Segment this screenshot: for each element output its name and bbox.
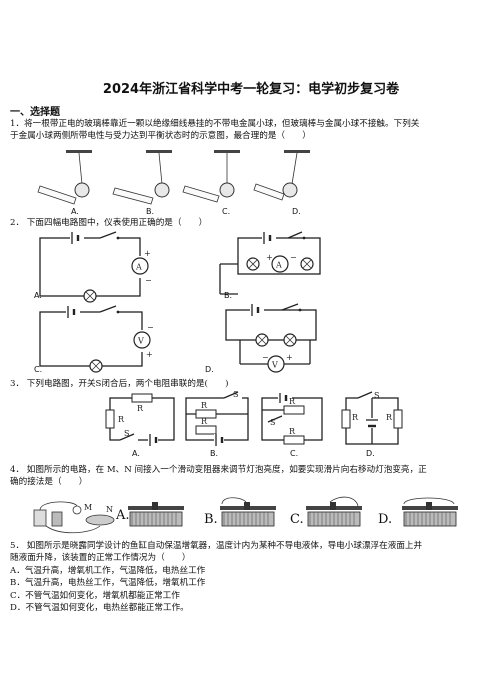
rheostat-c bbox=[306, 496, 362, 527]
q2-option-a[interactable]: A. bbox=[34, 291, 42, 300]
ammeter-icon: A bbox=[275, 261, 282, 270]
page-title: 2024年浙江省科学中考一轮复习：电学初步复习卷 bbox=[102, 82, 400, 97]
resistor-label: R bbox=[386, 413, 393, 422]
q3-option-a[interactable]: A. bbox=[132, 449, 140, 458]
plus-sign: + bbox=[266, 253, 273, 262]
question-3-text: 3． 下列电路图，开关S闭合后，两个电阻串联的是( ) bbox=[10, 379, 229, 389]
q5-choice-a[interactable]: A．气温升高，增氧机工作，气温降低，电热丝工作 bbox=[10, 565, 206, 576]
figure-3a: R R S bbox=[105, 393, 175, 446]
minus-sign: − bbox=[262, 353, 269, 362]
question-4-figures: M N bbox=[33, 496, 458, 534]
terminal-n-label: N bbox=[106, 505, 113, 514]
rheostat-d bbox=[402, 497, 458, 527]
resistor-label: R bbox=[289, 397, 296, 406]
q3-option-c[interactable]: C. bbox=[290, 449, 299, 458]
switch-label: S bbox=[270, 418, 275, 427]
question-3-figures: R R S S R R bbox=[105, 390, 403, 446]
figure-2d: V − + bbox=[225, 303, 317, 373]
figure-1d bbox=[253, 150, 310, 201]
q5-choice-c[interactable]: C．不管气温如何变化，增氧机都能正常工作 bbox=[10, 590, 180, 601]
resistor-label: R bbox=[137, 404, 144, 413]
switch-label: S bbox=[233, 390, 238, 399]
resistor-label: R bbox=[201, 417, 208, 426]
figure-3d: S R R bbox=[341, 391, 403, 445]
resistor-label: R bbox=[289, 427, 296, 436]
q1-option-b[interactable]: B. bbox=[146, 207, 155, 216]
plus-sign: + bbox=[286, 353, 293, 362]
voltmeter-icon: V bbox=[271, 361, 278, 370]
voltmeter-icon: V bbox=[137, 337, 144, 346]
switch-label: S bbox=[374, 391, 379, 400]
q1-option-d[interactable]: D. bbox=[292, 207, 301, 216]
plus-sign: + bbox=[146, 350, 153, 359]
resistor-label: R bbox=[118, 415, 125, 424]
figure-1b bbox=[112, 150, 172, 205]
q4-option-a[interactable]: A. bbox=[116, 508, 130, 523]
minus-sign: − bbox=[145, 276, 152, 285]
q4-option-d[interactable]: D. bbox=[378, 512, 393, 527]
terminal-m-label: M bbox=[84, 503, 92, 512]
figure-3b: S R R bbox=[185, 390, 249, 446]
question-2-figures: A + − A + − bbox=[39, 231, 321, 373]
ammeter-icon: A bbox=[135, 263, 142, 272]
question-4-text: 4． 如图所示的电路，在 M、N 间接入一个滑动变阻器来调节灯泡亮度，如要实现滑… bbox=[10, 465, 427, 488]
question-1-text: 1．将一根带正电的玻璃棒靠近一颗以绝缘细线悬挂的不带电金属小球，但玻璃棒与金属小… bbox=[10, 119, 420, 142]
figure-4-circuit: M N bbox=[33, 501, 115, 534]
q1-option-a[interactable]: A. bbox=[71, 207, 79, 216]
figure-2c: V − + bbox=[39, 305, 154, 373]
figure-1c bbox=[182, 150, 240, 203]
q3-option-b[interactable]: B. bbox=[210, 449, 219, 458]
figure-2a: A + − bbox=[39, 231, 152, 303]
section-heading: 一、选择题 bbox=[10, 107, 60, 118]
q5-choice-d[interactable]: D．不管气温如何变化，电热丝都能正常工作。 bbox=[10, 603, 189, 614]
minus-sign: − bbox=[147, 323, 154, 332]
question-5-text: 5． 如图所示是晓露同学设计的鱼缸自动保温增氧器，温度计内为某种不导电液体，导电… bbox=[10, 540, 490, 614]
figure-3c: R R S bbox=[261, 393, 323, 445]
q1-option-c[interactable]: C. bbox=[222, 207, 231, 216]
resistor-label: R bbox=[352, 413, 359, 422]
resistor-label: R bbox=[201, 401, 208, 410]
figure-2b: A + − bbox=[219, 231, 321, 295]
q4-option-c[interactable]: C. bbox=[290, 512, 304, 527]
figure-1a bbox=[37, 150, 92, 205]
switch-label: S bbox=[124, 429, 129, 438]
q4-option-b[interactable]: B. bbox=[204, 512, 218, 527]
q3-option-d[interactable]: D. bbox=[366, 449, 375, 458]
q2-option-c[interactable]: C. bbox=[34, 365, 43, 374]
q5-choice-b[interactable]: B．气温升高，电热丝工作，气温降低，增氧机工作 bbox=[10, 578, 206, 589]
rheostat-a bbox=[128, 502, 184, 527]
minus-sign: − bbox=[290, 253, 297, 262]
rheostat-b bbox=[220, 497, 276, 527]
question-1-figures bbox=[37, 150, 310, 205]
plus-sign: + bbox=[144, 249, 151, 258]
q2-option-b[interactable]: B. bbox=[224, 291, 233, 300]
q2-option-d[interactable]: D. bbox=[205, 365, 214, 374]
question-2-text: 2． 下面四幅电路图中，仪表使用正确的是（ ） bbox=[10, 218, 208, 228]
